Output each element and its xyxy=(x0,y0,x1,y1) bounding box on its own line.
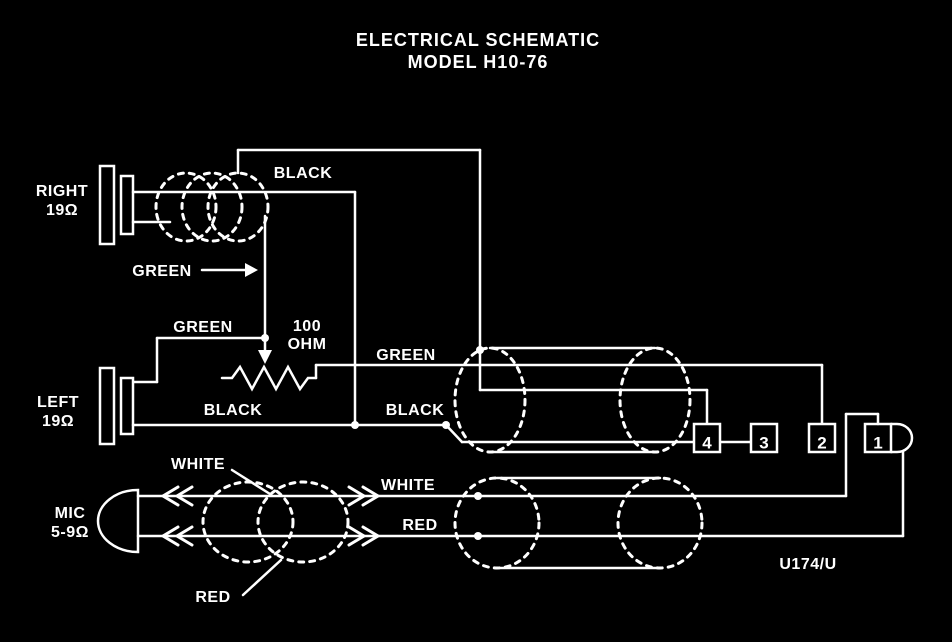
chevron-right-icon xyxy=(361,485,381,507)
pin-3-number: 3 xyxy=(759,433,768,452)
junction-dot xyxy=(261,334,269,342)
mic-cord-winding xyxy=(256,480,350,564)
red-callout-line xyxy=(241,558,283,597)
main-cable xyxy=(453,476,704,570)
title-block: ELECTRICAL SCHEMATIC MODEL H10-76 xyxy=(356,30,600,72)
pin-2 xyxy=(807,422,837,454)
label-black-top: BLACK xyxy=(274,165,333,182)
right-voice-coil-winding xyxy=(180,171,244,243)
right-speaker-name: RIGHT xyxy=(36,183,88,200)
cable-shield-winding xyxy=(453,476,541,570)
resistor: 100 OHM xyxy=(220,318,327,392)
pin-4 xyxy=(692,422,722,454)
wire-green-left-speaker: GREEN xyxy=(131,319,269,384)
right-voice-coil-winding xyxy=(154,171,218,243)
resistor-value-line1: 100 xyxy=(293,318,321,335)
connector-label: U174/U xyxy=(779,556,836,573)
right-speaker-symbol-inner xyxy=(119,174,135,236)
chevron-left-icon xyxy=(160,525,180,547)
white-callout-line xyxy=(230,468,272,496)
mic-cord xyxy=(201,480,350,564)
cable-shield-winding xyxy=(453,346,527,454)
mic-symbol xyxy=(96,488,140,554)
wire-black-jog xyxy=(444,423,464,444)
green-down-arrow-icon xyxy=(258,350,272,364)
wire-black-lower: BLACK BLACK xyxy=(131,402,753,444)
title-line-2: MODEL H10-76 xyxy=(408,52,549,72)
label-green-left: GREEN xyxy=(173,319,232,336)
wire-black-top-bus: BLACK xyxy=(131,148,482,427)
pin-4-number: 4 xyxy=(702,433,712,452)
label-white-mid: WHITE xyxy=(381,477,435,494)
cable-shield-winding xyxy=(616,476,704,570)
left-speaker-symbol-inner xyxy=(119,376,135,436)
chevron-left-icon xyxy=(174,485,194,507)
wire-green-mid: GREEN xyxy=(314,347,824,426)
pin-3 xyxy=(749,422,779,454)
junction-dot xyxy=(474,492,482,500)
pin-1 xyxy=(863,422,893,454)
mic-cord-winding xyxy=(201,480,295,564)
wire-white: WHITE xyxy=(136,412,880,498)
cable-shield-winding xyxy=(618,346,692,454)
headphone-cable xyxy=(453,346,692,454)
mic-impedance: 5-9Ω xyxy=(51,524,89,541)
right-speaker: RIGHT 19Ω xyxy=(36,164,270,246)
chevron-right-icon xyxy=(347,525,367,547)
wire-green-right-speaker xyxy=(258,214,272,364)
right-speaker-symbol xyxy=(98,164,116,246)
junction-dot xyxy=(474,532,482,540)
connector: 4 3 2 1 U174/U xyxy=(692,422,914,573)
microphone: MIC 5-9Ω xyxy=(51,488,140,554)
wire-red: RED xyxy=(136,450,905,538)
junction-dot xyxy=(476,346,484,354)
pin-2-number: 2 xyxy=(817,433,826,452)
white-callout: WHITE xyxy=(171,456,272,496)
junction-dot xyxy=(351,421,359,429)
chevron-left-icon xyxy=(174,525,194,547)
chevron-right-icon xyxy=(347,485,367,507)
label-black-mid: BLACK xyxy=(386,402,445,419)
label-red-mid: RED xyxy=(402,517,437,534)
title-line-1: ELECTRICAL SCHEMATIC xyxy=(356,30,600,50)
left-speaker-impedance: 19Ω xyxy=(42,413,74,430)
chevron-right-icon xyxy=(361,525,381,547)
left-speaker: LEFT 19Ω xyxy=(37,366,135,446)
chevron-left-icon xyxy=(160,485,180,507)
mic-name: MIC xyxy=(55,505,86,522)
label-green-mid: GREEN xyxy=(376,347,435,364)
green-callout-arrow-icon xyxy=(245,263,258,277)
right-voice-coil-winding xyxy=(206,171,270,243)
right-speaker-impedance: 19Ω xyxy=(46,202,78,219)
label-black-left: BLACK xyxy=(204,402,263,419)
resistor-symbol xyxy=(220,364,318,392)
pin-1-number: 1 xyxy=(873,433,882,452)
label-white-callout: WHITE xyxy=(171,456,225,473)
left-speaker-symbol xyxy=(98,366,116,446)
label-red-callout: RED xyxy=(195,589,230,606)
green-callout: GREEN xyxy=(132,263,258,280)
label-green-callout: GREEN xyxy=(132,263,191,280)
red-callout: RED xyxy=(195,558,283,606)
plug-tip xyxy=(889,422,914,454)
resistor-value-line2: OHM xyxy=(288,336,327,353)
wire-center-to-pin4 xyxy=(478,388,709,426)
cable-break-chevrons xyxy=(160,485,381,547)
left-speaker-name: LEFT xyxy=(37,394,79,411)
